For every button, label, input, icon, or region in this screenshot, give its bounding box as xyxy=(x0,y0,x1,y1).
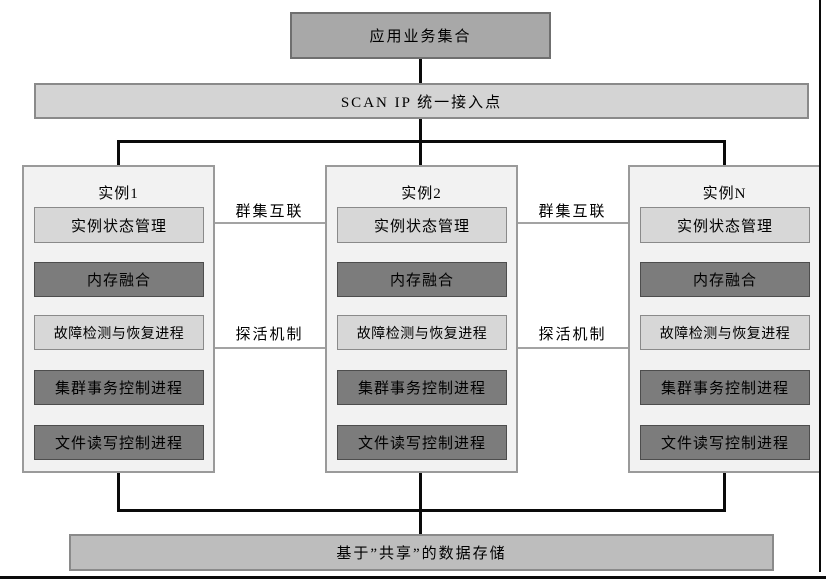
scan-ip-bar: SCAN IP 统一接入点 xyxy=(34,83,809,119)
module-instance-state-mgmt: 实例状态管理 xyxy=(640,207,810,243)
module-instance-state-mgmt: 实例状态管理 xyxy=(34,207,204,243)
link-label-cluster-interconnect: 群集互联 xyxy=(235,204,304,220)
connector-line xyxy=(517,222,629,224)
instance-column-1: 实例1 实例状态管理 内存融合 故障检测与恢复进程 集群事务控制进程 文件读写控… xyxy=(22,165,215,473)
instance-column-n: 实例N 实例状态管理 内存融合 故障检测与恢复进程 集群事务控制进程 文件读写控… xyxy=(628,165,821,473)
module-file-readwrite: 文件读写控制进程 xyxy=(337,425,507,460)
module-file-readwrite: 文件读写控制进程 xyxy=(640,425,810,460)
link-label-cluster-interconnect: 群集互联 xyxy=(538,204,607,220)
connector-line xyxy=(723,473,726,512)
module-cluster-transaction: 集群事务控制进程 xyxy=(337,370,507,405)
module-file-readwrite: 文件读写控制进程 xyxy=(34,425,204,460)
link-label-liveness-probe: 探活机制 xyxy=(538,327,607,343)
module-memory-fusion: 内存融合 xyxy=(337,262,507,297)
instance-title: 实例1 xyxy=(98,186,139,202)
shared-storage-box: 基于”共享”的数据存储 xyxy=(69,534,774,571)
module-fault-detect-recover: 故障检测与恢复进程 xyxy=(337,315,507,350)
connector-line xyxy=(117,140,726,143)
connector-line xyxy=(419,59,422,83)
connector-line xyxy=(117,473,120,512)
module-cluster-transaction: 集群事务控制进程 xyxy=(34,370,204,405)
frame-bottom-line xyxy=(0,576,826,579)
connector-line xyxy=(517,347,629,349)
module-instance-state-mgmt: 实例状态管理 xyxy=(337,207,507,243)
connector-line xyxy=(723,140,726,165)
instance-column-2: 实例2 实例状态管理 内存融合 故障检测与恢复进程 集群事务控制进程 文件读写控… xyxy=(325,165,518,473)
frame-right-line xyxy=(819,0,821,572)
module-cluster-transaction: 集群事务控制进程 xyxy=(640,370,810,405)
connector-line xyxy=(419,473,422,534)
connector-line xyxy=(214,347,326,349)
module-fault-detect-recover: 故障检测与恢复进程 xyxy=(34,315,204,350)
instance-title: 实例2 xyxy=(401,186,442,202)
link-label-liveness-probe: 探活机制 xyxy=(235,327,304,343)
app-business-box: 应用业务集合 xyxy=(290,12,551,59)
module-memory-fusion: 内存融合 xyxy=(34,262,204,297)
instance-title: 实例N xyxy=(702,186,747,202)
module-fault-detect-recover: 故障检测与恢复进程 xyxy=(640,315,810,350)
connector-line xyxy=(117,140,120,165)
connector-line xyxy=(214,222,326,224)
connector-line xyxy=(117,509,726,512)
module-memory-fusion: 内存融合 xyxy=(640,262,810,297)
